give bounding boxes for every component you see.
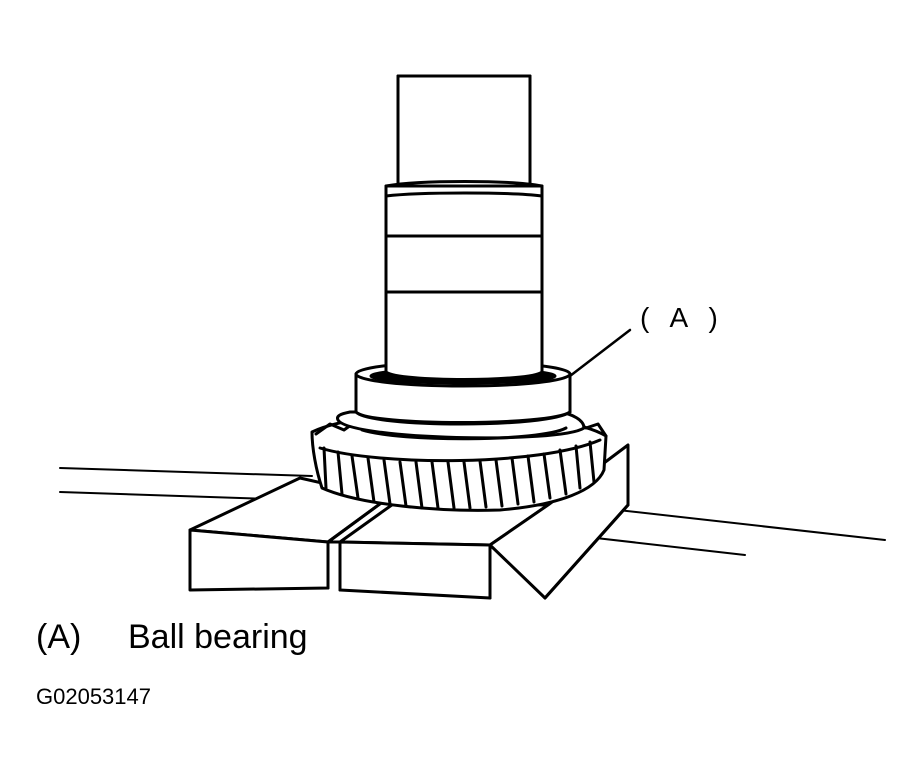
legend-entry: (A) Ball bearing [36, 618, 308, 657]
gear-teeth [322, 440, 596, 510]
callout-leader-a [568, 328, 632, 378]
legend-key: (A) [36, 618, 82, 656]
figure-code: G02053147 [36, 684, 151, 709]
legend-text: Ball bearing [128, 618, 308, 656]
press-shaft [384, 74, 544, 381]
callout-label-a: ( A ) [640, 302, 725, 333]
